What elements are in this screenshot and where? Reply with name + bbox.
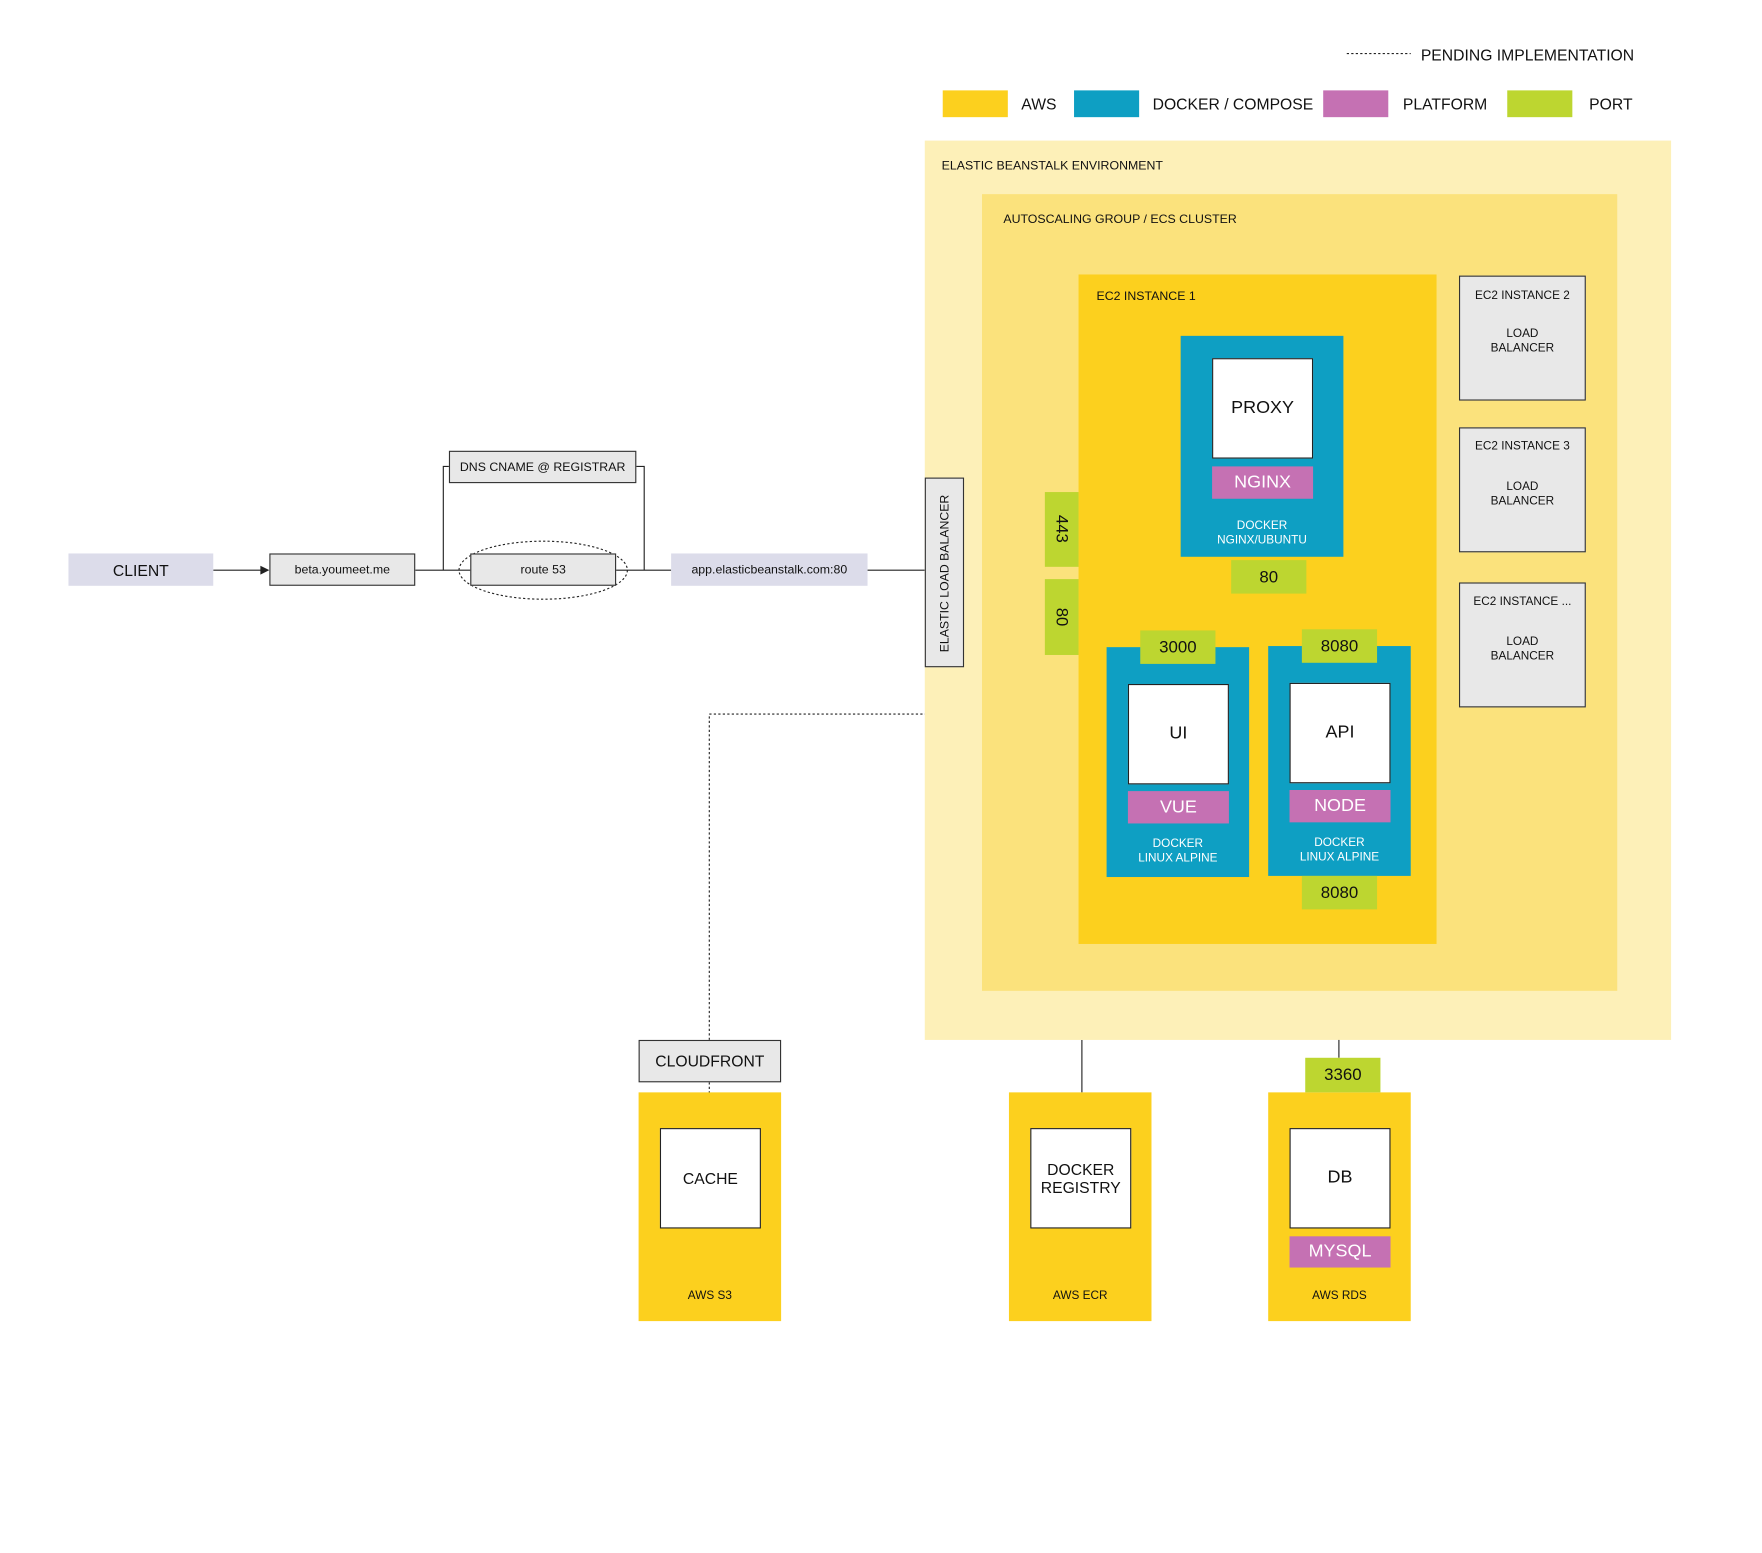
db-box: DB xyxy=(1289,1128,1391,1229)
arrow-head-icon xyxy=(260,565,270,575)
db-platform-badge: MYSQL xyxy=(1289,1236,1391,1268)
s3-footer: AWS S3 xyxy=(687,1288,732,1303)
legend-label-docker: DOCKER / COMPOSE xyxy=(1152,94,1314,113)
ec2-instance-3-title: EC2 INSTANCE 3 xyxy=(1475,439,1570,454)
ec2-instance-3-body-2: BALANCER xyxy=(1490,494,1555,508)
api-docker-line1: DOCKER xyxy=(1314,835,1365,850)
cache-box: CACHE xyxy=(659,1128,761,1229)
proxy-port-80: 80 xyxy=(1231,560,1307,594)
aws-rds-service: DB MYSQL AWS RDS xyxy=(1268,1092,1411,1322)
legend-label-platform: PLATFORM xyxy=(1402,94,1488,113)
api-port-8080-top: 8080 xyxy=(1301,629,1378,663)
docker-registry-line1: DOCKER xyxy=(1047,1160,1115,1179)
legend-swatch-aws xyxy=(942,90,1008,118)
api-container: API NODE DOCKER LINUX ALPINE xyxy=(1268,646,1411,876)
proxy-docker-line1: DOCKER xyxy=(1236,518,1288,533)
proxy-docker-line2: NGINX/UBUNTU xyxy=(1217,533,1307,547)
ec2-instance-n-title: EC2 INSTANCE ... xyxy=(1473,594,1572,609)
dns-bracket-line xyxy=(442,465,449,571)
elb-port-443: 443 xyxy=(1044,492,1079,567)
ec2-instance-2-body-2: BALANCER xyxy=(1490,341,1555,355)
ec2-instance-n-body-2: BALANCER xyxy=(1490,649,1555,663)
elb-port-80: 80 xyxy=(1044,579,1079,655)
api-docker-line2: LINUX ALPINE xyxy=(1299,850,1380,864)
docker-registry-box: DOCKER REGISTRY xyxy=(1030,1128,1132,1229)
api-box: API xyxy=(1289,682,1391,784)
cloudfront-node: CLOUDFRONT xyxy=(638,1039,782,1083)
elb-port-443-label: 443 xyxy=(1052,514,1072,543)
ui-docker-line2: LINUX ALPINE xyxy=(1138,851,1218,865)
route53-node: route 53 xyxy=(470,553,617,586)
legend-pending-label: PENDING IMPLEMENTATION xyxy=(1420,45,1635,64)
elb-label: ELASTIC LOAD BALANCER xyxy=(938,494,952,653)
ecr-footer: AWS ECR xyxy=(1052,1288,1108,1303)
client-node: CLIENT xyxy=(68,553,214,586)
ui-container: UI VUE DOCKER LINUX ALPINE xyxy=(1106,647,1250,878)
proxy-box: PROXY xyxy=(1212,358,1314,459)
elastic-load-balancer: ELASTIC LOAD BALANCER xyxy=(924,477,965,668)
rds-footer: AWS RDS xyxy=(1312,1288,1367,1303)
legend-label-aws: AWS xyxy=(1021,94,1057,113)
aws-s3-service: CACHE AWS S3 xyxy=(638,1092,782,1322)
ec2-instance-3: EC2 INSTANCE 3 LOAD BALANCER xyxy=(1458,427,1586,553)
legend-swatch-port xyxy=(1507,90,1573,118)
asg-label: AUTOSCALING GROUP / ECS CLUSTER xyxy=(1003,213,1237,227)
ui-docker-line1: DOCKER xyxy=(1152,836,1204,851)
ui-box: UI xyxy=(1127,683,1229,785)
route53-pending-ellipse xyxy=(458,540,628,600)
docker-registry-line2: REGISTRY xyxy=(1040,1178,1121,1197)
api-port-8080-bottom: 8080 xyxy=(1301,875,1378,910)
ec2-instance-3-body-1: LOAD xyxy=(1506,479,1539,494)
legend-swatch-docker xyxy=(1074,90,1140,118)
elb-port-80-label: 80 xyxy=(1052,607,1072,627)
eb-env-label: ELASTIC BEANSTALK ENVIRONMENT xyxy=(941,159,1163,173)
ec2-instance-1-label: EC2 INSTANCE 1 xyxy=(1096,290,1196,304)
domain-node: beta.youmeet.me xyxy=(269,553,416,586)
legend-label-port: PORT xyxy=(1589,94,1633,113)
ec2-instance-2: EC2 INSTANCE 2 LOAD BALANCER xyxy=(1458,275,1586,401)
proxy-platform-badge: NGINX xyxy=(1212,466,1314,499)
ui-platform-badge: VUE xyxy=(1127,791,1229,824)
eb-url-node: app.elasticbeanstalk.com:80 xyxy=(671,553,868,586)
dns-cname-node: DNS CNAME @ REGISTRAR xyxy=(448,450,637,484)
ec2-instance-2-title: EC2 INSTANCE 2 xyxy=(1475,288,1570,303)
legend-swatch-platform xyxy=(1323,90,1389,118)
ui-port-3000: 3000 xyxy=(1140,630,1216,664)
db-port-3360: 3360 xyxy=(1305,1057,1381,1093)
dns-bracket-line-right xyxy=(636,465,645,571)
api-platform-badge: NODE xyxy=(1289,789,1391,823)
proxy-container: PROXY NGINX DOCKER NGINX/UBUNTU xyxy=(1180,335,1344,557)
ec2-instance-n: EC2 INSTANCE ... LOAD BALANCER xyxy=(1458,582,1586,708)
aws-ecr-service: DOCKER REGISTRY AWS ECR xyxy=(1008,1092,1152,1322)
ec2-instance-2-body-1: LOAD xyxy=(1506,326,1539,341)
ec2-instance-n-body-1: LOAD xyxy=(1506,634,1539,649)
